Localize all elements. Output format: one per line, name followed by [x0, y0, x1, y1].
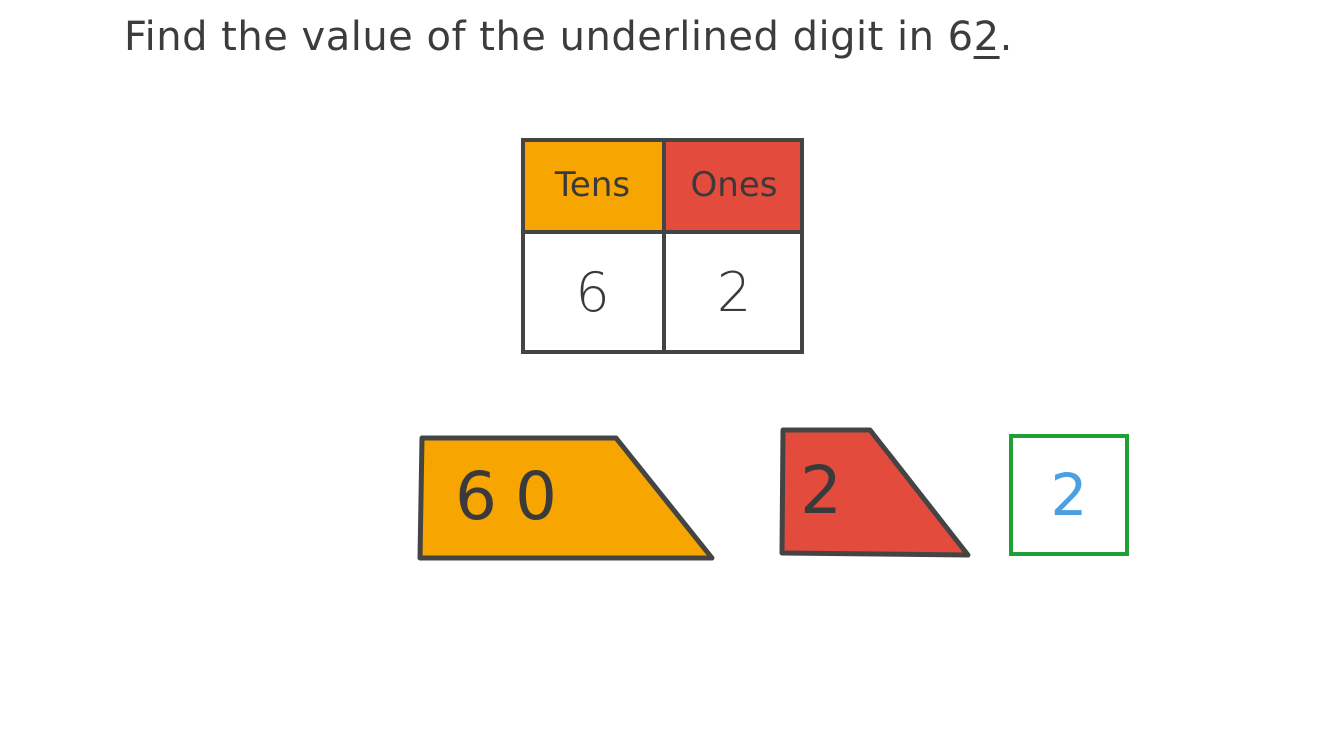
underlined-digit: 2 [973, 14, 1000, 60]
tens-value-shape [417, 435, 715, 561]
digit-tens: 6 [575, 260, 610, 324]
question-suffix: . [999, 14, 1013, 60]
place-value-table: Tens Ones 6 2 [521, 138, 804, 354]
table-grid [521, 138, 804, 354]
question-text: Find the value of the underlined digit i… [124, 14, 1013, 60]
ones-value-label: 2 [800, 452, 842, 529]
answer-value: 2 [1050, 461, 1088, 529]
number-first-digit: 6 [947, 14, 974, 60]
answer-box: 2 [1009, 434, 1129, 556]
tens-value-label: 60 [455, 458, 575, 535]
header-ones: Ones [690, 165, 778, 205]
header-tens: Tens [554, 165, 631, 205]
digit-ones: 2 [716, 260, 752, 324]
ones-value-shape [779, 427, 971, 558]
question-prefix: Find the value of the underlined digit i… [124, 14, 948, 60]
